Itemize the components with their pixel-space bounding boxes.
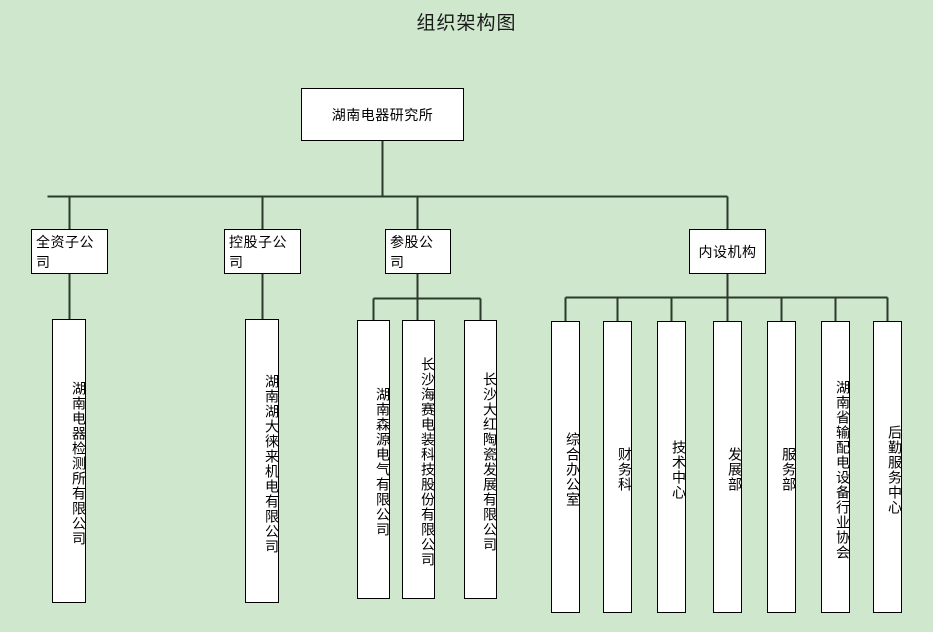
org-node-leaf-7[interactable]: 财务科 (603, 321, 632, 613)
org-node-leaf-2-label: 湖南湖大徕来机电有限公司 (263, 373, 279, 554)
org-node-holding[interactable]: 控股子公司 (224, 229, 301, 274)
org-node-leaf-12[interactable]: 后勤服务中心 (873, 321, 902, 613)
org-node-wholly-owned[interactable]: 全资子公司 (31, 229, 108, 274)
org-node-leaf-9[interactable]: 发展部 (713, 321, 742, 613)
org-node-wholly-owned-label: 全资子公司 (36, 234, 94, 271)
org-node-leaf-10[interactable]: 服务部 (767, 321, 796, 613)
org-node-leaf-2[interactable]: 湖南湖大徕来机电有限公司 (245, 319, 279, 603)
org-node-leaf-4-label: 长沙海赛电装科技股份有限公司 (419, 357, 435, 567)
org-node-holding-label: 控股子公司 (229, 234, 287, 271)
org-node-leaf-3-label: 湖南森源电气有限公司 (374, 387, 390, 537)
org-node-leaf-11[interactable]: 湖南省输配电设备行业协会 (821, 321, 850, 613)
org-node-leaf-11-label: 湖南省输配电设备行业协会 (834, 379, 850, 560)
org-node-leaf-10-label: 服务部 (780, 447, 796, 492)
org-node-leaf-5[interactable]: 长沙大红陶瓷发展有限公司 (464, 320, 497, 599)
org-node-leaf-6-label: 综合办公室 (564, 432, 580, 507)
org-node-internal-label: 内设机构 (698, 244, 757, 261)
org-node-root[interactable]: 湖南电器研究所 (301, 88, 464, 141)
org-node-leaf-6[interactable]: 综合办公室 (551, 321, 580, 613)
org-node-leaf-8-label: 技术中心 (670, 439, 686, 500)
org-node-leaf-3[interactable]: 湖南森源电气有限公司 (357, 320, 390, 599)
org-node-leaf-1-label: 湖南电器检测所有限公司 (70, 381, 86, 546)
org-node-leaf-1[interactable]: 湖南电器检测所有限公司 (52, 319, 86, 603)
org-node-leaf-12-label: 后勤服务中心 (886, 424, 902, 515)
org-node-leaf-8[interactable]: 技术中心 (657, 321, 686, 613)
org-node-internal[interactable]: 内设机构 (689, 229, 766, 274)
org-node-equity-label: 参股公司 (390, 234, 434, 271)
org-node-leaf-9-label: 发展部 (726, 447, 742, 492)
org-node-equity[interactable]: 参股公司 (385, 229, 451, 274)
org-node-leaf-4[interactable]: 长沙海赛电装科技股份有限公司 (402, 320, 435, 599)
org-node-root-label: 湖南电器研究所 (331, 107, 434, 124)
org-node-leaf-5-label: 长沙大红陶瓷发展有限公司 (481, 372, 497, 552)
org-node-leaf-7-label: 财务科 (616, 447, 632, 492)
page-title: 组织架构图 (416, 12, 517, 34)
